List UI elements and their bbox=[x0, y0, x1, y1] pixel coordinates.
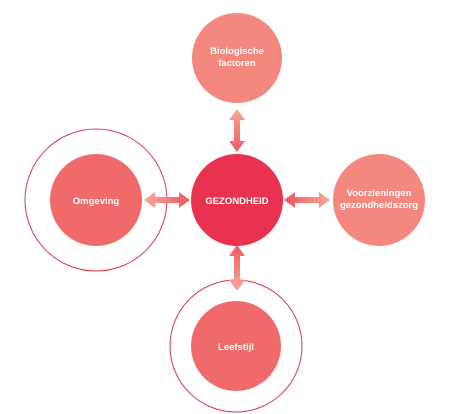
node-omgeving: Omgeving bbox=[50, 154, 142, 246]
node-bottom-label: Leefstijl bbox=[218, 342, 254, 353]
node-top-line2: factoren bbox=[218, 58, 256, 69]
node-gezondheid-center: GEZONDHEID bbox=[191, 154, 283, 246]
arrow-center-right bbox=[284, 192, 330, 208]
arrow-top-center bbox=[229, 109, 245, 152]
node-center-label: GEZONDHEID bbox=[205, 196, 268, 207]
node-left-label: Omgeving bbox=[73, 196, 120, 207]
node-voorzieningen-gezondheidszorg: Voorzieningen gezondheidszorg bbox=[333, 154, 425, 246]
node-top-line1: Biologische bbox=[210, 46, 264, 57]
arrow-center-bottom bbox=[229, 245, 245, 291]
arrow-left-center bbox=[144, 192, 190, 208]
node-right-line2: gezondheidszorg bbox=[340, 200, 418, 211]
node-right-line1: Voorzieningen bbox=[347, 188, 412, 199]
node-biologische-factoren: Biologische factoren bbox=[192, 13, 282, 103]
node-leefstijl: Leefstijl bbox=[191, 301, 281, 391]
